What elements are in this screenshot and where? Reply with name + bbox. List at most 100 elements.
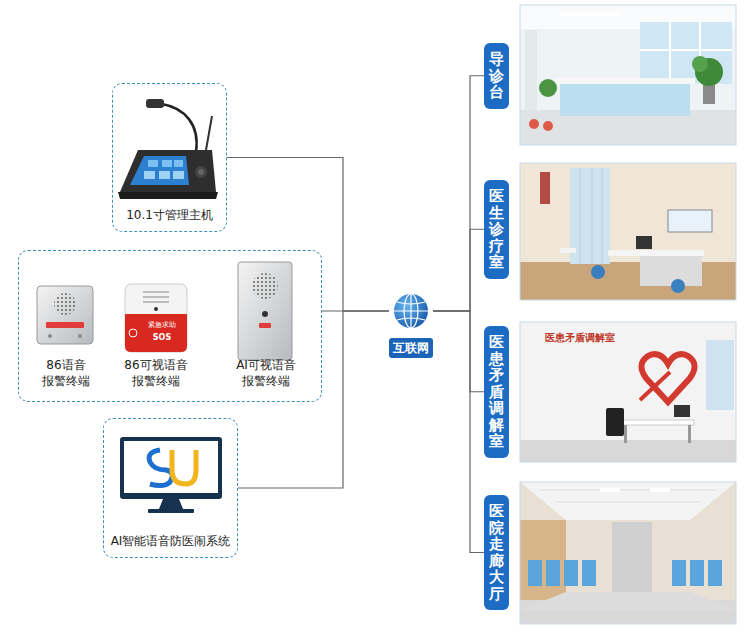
system-box: AI智能语音防医闹系统 [103, 418, 238, 558]
corridor-photo-part [690, 560, 704, 586]
node-label: AI智能语音防医闹系统 [111, 533, 231, 549]
lobby-photo [520, 5, 736, 145]
lobby-photo-part [560, 12, 620, 16]
host-device-part [146, 99, 164, 108]
corridor-photo-part [600, 488, 620, 492]
corridor-photo-part [540, 490, 716, 491]
host-device-part [159, 171, 170, 179]
internet-globe [394, 294, 428, 328]
mediation-photo [520, 322, 736, 462]
ai-terminal-part [259, 323, 271, 328]
clinic-photo-part [520, 163, 736, 300]
visual-terminal-part [125, 284, 187, 352]
corridor-photo-part [556, 502, 700, 503]
corridor-photo-part [520, 482, 736, 520]
node-label: 10.1寸管理主机 [126, 207, 213, 223]
lobby-photo-part [525, 30, 537, 112]
ai-terminal-part [238, 262, 292, 360]
voice-terminal-part [46, 322, 84, 328]
corridor-photo-part [672, 560, 686, 586]
host-device-part [195, 166, 207, 178]
monitor-part [148, 509, 194, 513]
clinic-photo [520, 163, 736, 300]
clinic-photo-part [602, 168, 603, 264]
scene-tag: 医院走廊大厅 [484, 495, 509, 610]
corridor-photo-part [528, 560, 542, 586]
clinic-photo-part [668, 210, 712, 232]
visual-terminal-part [143, 291, 169, 293]
mediation-photo-part [640, 372, 670, 400]
node-label: 86可视语音 报警终端 [119, 357, 193, 389]
node-label: 互联网 [389, 338, 433, 358]
connector-line [433, 76, 484, 311]
scene-tag: 导诊台 [484, 43, 509, 109]
internet-globe-part [397, 302, 425, 320]
wall-sign: 医患矛盾调解室 [528, 332, 632, 343]
host-device-part [120, 150, 216, 192]
lobby-photo-part [543, 121, 553, 131]
internet-node: 互联网 [389, 290, 433, 360]
node-label: AI可视语音 报警终端 [229, 357, 303, 389]
monitor-part [120, 437, 222, 499]
terminal-item: AI可视语音 报警终端 [221, 259, 311, 397]
internet-globe-part [394, 294, 428, 328]
host-device [118, 99, 218, 199]
photo-frame [520, 322, 736, 462]
lobby-photo-part [692, 56, 708, 72]
photo-frame [520, 5, 736, 145]
connector-line [433, 311, 484, 553]
visual-terminal-part [125, 314, 187, 352]
visual-terminal-part [129, 329, 137, 337]
mediation-photo-part [674, 405, 690, 417]
clinic-photo-part [540, 172, 550, 204]
mediation-photo-part [624, 425, 627, 443]
node-label: 导诊台 [489, 51, 504, 101]
visual-terminal-part [143, 301, 169, 303]
host-device-part [162, 160, 172, 167]
clinic-photo-part [560, 248, 576, 253]
node-label: 86语音 报警终端 [29, 357, 103, 389]
connector-line [238, 311, 389, 488]
lobby-photo-part [640, 49, 732, 51]
corridor-photo-part [650, 488, 670, 492]
voice-terminal-part [48, 334, 52, 338]
mediation-photo-part [620, 420, 694, 425]
corridor-photo-part [546, 560, 560, 586]
monitor-part [149, 450, 172, 486]
corridor-photo-part [708, 560, 722, 586]
node-label: 医患矛盾调解室 [489, 334, 504, 450]
monitor-part [159, 499, 183, 509]
clinic-photo-part [520, 262, 736, 300]
corridor-photo-part [582, 560, 596, 586]
monitor-part [172, 450, 196, 484]
voice-terminal-part [78, 334, 82, 338]
host-device-part [174, 160, 183, 167]
photo-frame [520, 482, 736, 624]
mediation-photo-part [520, 440, 736, 462]
host-device-part [206, 116, 212, 150]
clinic-photo-part [640, 256, 702, 286]
lobby-photo-part [555, 78, 695, 84]
device-box: 10.1寸管理主机 [112, 83, 227, 232]
mediation-photo-part [520, 322, 736, 462]
host-device-part [130, 156, 189, 185]
lobby-photo-part [520, 5, 736, 145]
ai-terminal [238, 262, 292, 360]
lobby-photo-part [539, 79, 557, 97]
clinic-photo-part [608, 250, 704, 256]
host-device-part [173, 171, 184, 179]
host-device-part [162, 104, 197, 152]
clinic-photo-part [591, 265, 605, 279]
lobby-photo-part [529, 119, 539, 129]
photo-frame [520, 163, 736, 300]
voice-terminal [37, 286, 93, 344]
corridor-photo-part [520, 592, 736, 610]
host-device-part [148, 160, 158, 167]
monitor-part [124, 441, 218, 493]
corridor-photo-part [520, 482, 736, 624]
voice-terminal-part [37, 286, 93, 344]
monitor [120, 437, 222, 513]
device-text: 紧急求助 [140, 322, 184, 330]
visual-terminal [125, 284, 187, 352]
scene-tag: 医生诊疗室 [484, 180, 509, 279]
